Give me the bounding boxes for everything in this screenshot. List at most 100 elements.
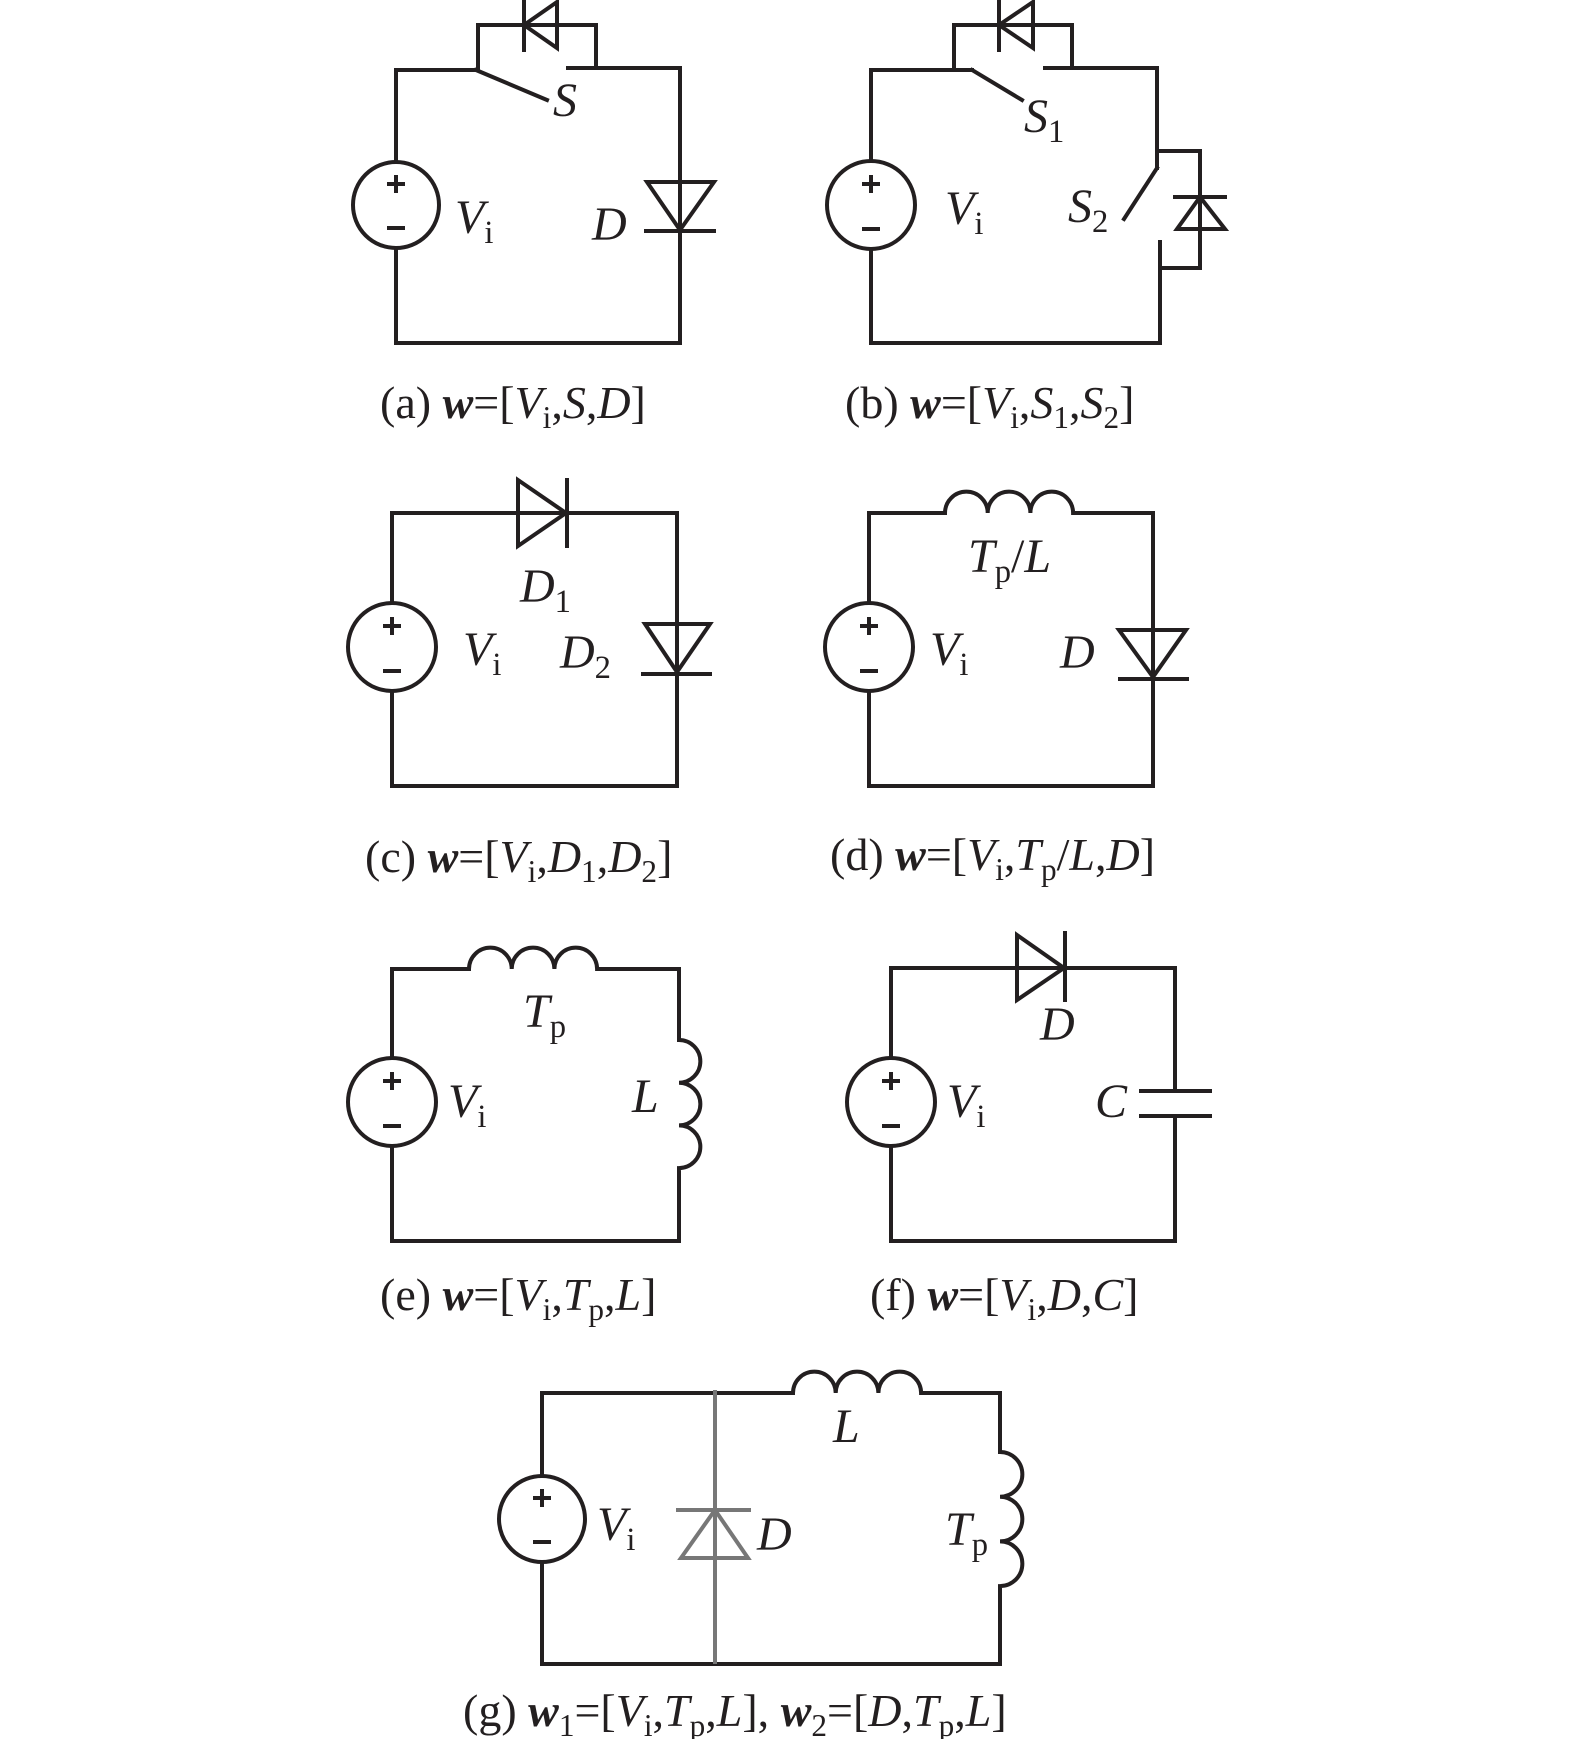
text-segment: =[: [926, 829, 967, 880]
bypass-wire-right: [1155, 149, 1202, 270]
label-Vi: Vi: [463, 623, 501, 683]
subscript: i: [644, 1708, 653, 1739]
text-segment: C: [1092, 1269, 1124, 1320]
text-segment: T: [945, 1503, 975, 1556]
text-segment: V: [930, 623, 964, 676]
text-segment: S: [1068, 180, 1092, 233]
text-segment: L: [716, 1685, 743, 1736]
subscript: i: [959, 647, 968, 683]
circuit-c: D1 Vi D2 (c) w=[Vi,D1,D2]: [346, 476, 714, 889]
text-segment: ,: [902, 1685, 914, 1736]
text-segment: D: [1047, 1269, 1081, 1320]
text-segment: ,: [1095, 829, 1107, 880]
text-segment: D: [559, 626, 595, 679]
text-segment: w: [910, 377, 941, 428]
text-segment: L: [965, 1685, 992, 1736]
text-segment: ],: [742, 1685, 780, 1736]
diode-D-icon: [643, 180, 718, 234]
text-segment: =[: [473, 1269, 514, 1320]
text-segment: L: [615, 1269, 642, 1320]
text-segment: V: [999, 1269, 1032, 1320]
subscript: 2: [641, 854, 657, 889]
text-segment: ]: [641, 1269, 656, 1320]
text-segment: =[: [827, 1685, 868, 1736]
text-segment: w: [428, 831, 459, 882]
text-segment: (f): [870, 1269, 927, 1320]
text-segment: V: [945, 182, 979, 235]
caption-c: (c) w=[Vi,D1,D2]: [365, 831, 672, 889]
circuit-e: Tp Vi L (e) w=[Vi,Tp,L]: [346, 945, 703, 1327]
text-segment: V: [616, 1685, 649, 1736]
text-segment: D: [756, 1508, 792, 1561]
subscript: i: [1010, 400, 1019, 435]
wires: [540, 1369, 1025, 1666]
text-segment: (b): [845, 377, 910, 428]
text-segment: T: [664, 1685, 693, 1736]
subscript: 1: [555, 584, 571, 620]
caption-e: (e) w=[Vi,Tp,L]: [380, 1269, 656, 1327]
circuit-f: D Vi C (f) w=[Vi,D,C]: [845, 931, 1212, 1327]
bypass-wire: [476, 23, 598, 72]
text-segment: w: [528, 1685, 559, 1736]
label-D: D: [756, 1508, 792, 1561]
text-segment: ,: [586, 377, 598, 428]
wires: [390, 945, 703, 1243]
circuit-g: Vi D L Tp (g) w1=[Vi,Tp,L], w2=[D,Tp,L]: [463, 1369, 1025, 1739]
text-segment: ]: [1140, 829, 1155, 880]
text-segment: ,: [597, 831, 609, 882]
circuit-b: S1 Vi S2 (b) w=[Vi,S1,S2]: [825, 0, 1230, 435]
text-segment: ]: [991, 1685, 1006, 1736]
caption-f: (f) w=[Vi,D,C]: [870, 1269, 1138, 1327]
label-Vi: Vi: [945, 182, 983, 242]
text-segment: S: [1024, 90, 1048, 143]
text-segment: D: [1106, 829, 1140, 880]
voltage-source-icon: [497, 1474, 587, 1564]
subscript: 2: [1092, 204, 1108, 240]
text-segment: ,: [1019, 377, 1031, 428]
voltage-source-icon: [825, 159, 917, 251]
label-Tp: Tp: [523, 985, 566, 1045]
text-segment: w: [895, 829, 926, 880]
subscript: p: [550, 1009, 566, 1045]
text-segment: L: [832, 1400, 860, 1453]
text-segment: =[: [574, 1685, 615, 1736]
subscript: i: [543, 400, 552, 435]
text-segment: w: [443, 377, 474, 428]
text-segment: ,: [1069, 377, 1081, 428]
subscript: i: [995, 852, 1004, 887]
antiparallel-diode-S1-icon: [995, 0, 1035, 52]
diode-D2-icon: [641, 622, 714, 676]
subscript: 1: [1053, 400, 1069, 435]
text-segment: D: [1039, 998, 1075, 1051]
text-segment: D: [1059, 626, 1095, 679]
capacitor-icon: [1139, 1089, 1212, 1118]
label-D: D: [1039, 998, 1075, 1051]
text-segment: (e): [380, 1269, 443, 1320]
label-D1: D1: [519, 560, 571, 620]
text-segment: V: [597, 1498, 631, 1551]
text-segment: =[: [941, 377, 982, 428]
text-segment: V: [448, 1075, 482, 1128]
text-segment: ,: [536, 831, 548, 882]
text-segment: T: [913, 1685, 942, 1736]
text-segment: (c): [365, 831, 428, 882]
subscript: 1: [1048, 114, 1064, 150]
label-D2: D2: [559, 626, 611, 686]
caption-g: (g) w1=[Vi,Tp,L], w2=[D,Tp,L]: [463, 1685, 1007, 1739]
text-segment: D: [596, 377, 630, 428]
subscript: 1: [559, 1708, 575, 1739]
text-segment: ,: [653, 1685, 665, 1736]
subscript: p: [995, 554, 1011, 590]
label-S2: S2: [1068, 180, 1108, 240]
label-S1: S1: [1024, 90, 1064, 150]
text-segment: V: [967, 829, 1000, 880]
label-D: D: [591, 198, 627, 251]
circuit-d: Tp/L Vi D (d) w=[Vi,Tp/L,D]: [823, 489, 1190, 887]
text-segment: T: [968, 530, 998, 583]
text-segment: ,: [604, 1269, 616, 1320]
circuit-a: S Vi D (a) w=[Vi,S,D]: [351, 0, 718, 435]
bypass-wire-top: [952, 23, 1074, 72]
antiparallel-diode-icon: [520, 0, 559, 52]
text-segment: V: [982, 377, 1015, 428]
